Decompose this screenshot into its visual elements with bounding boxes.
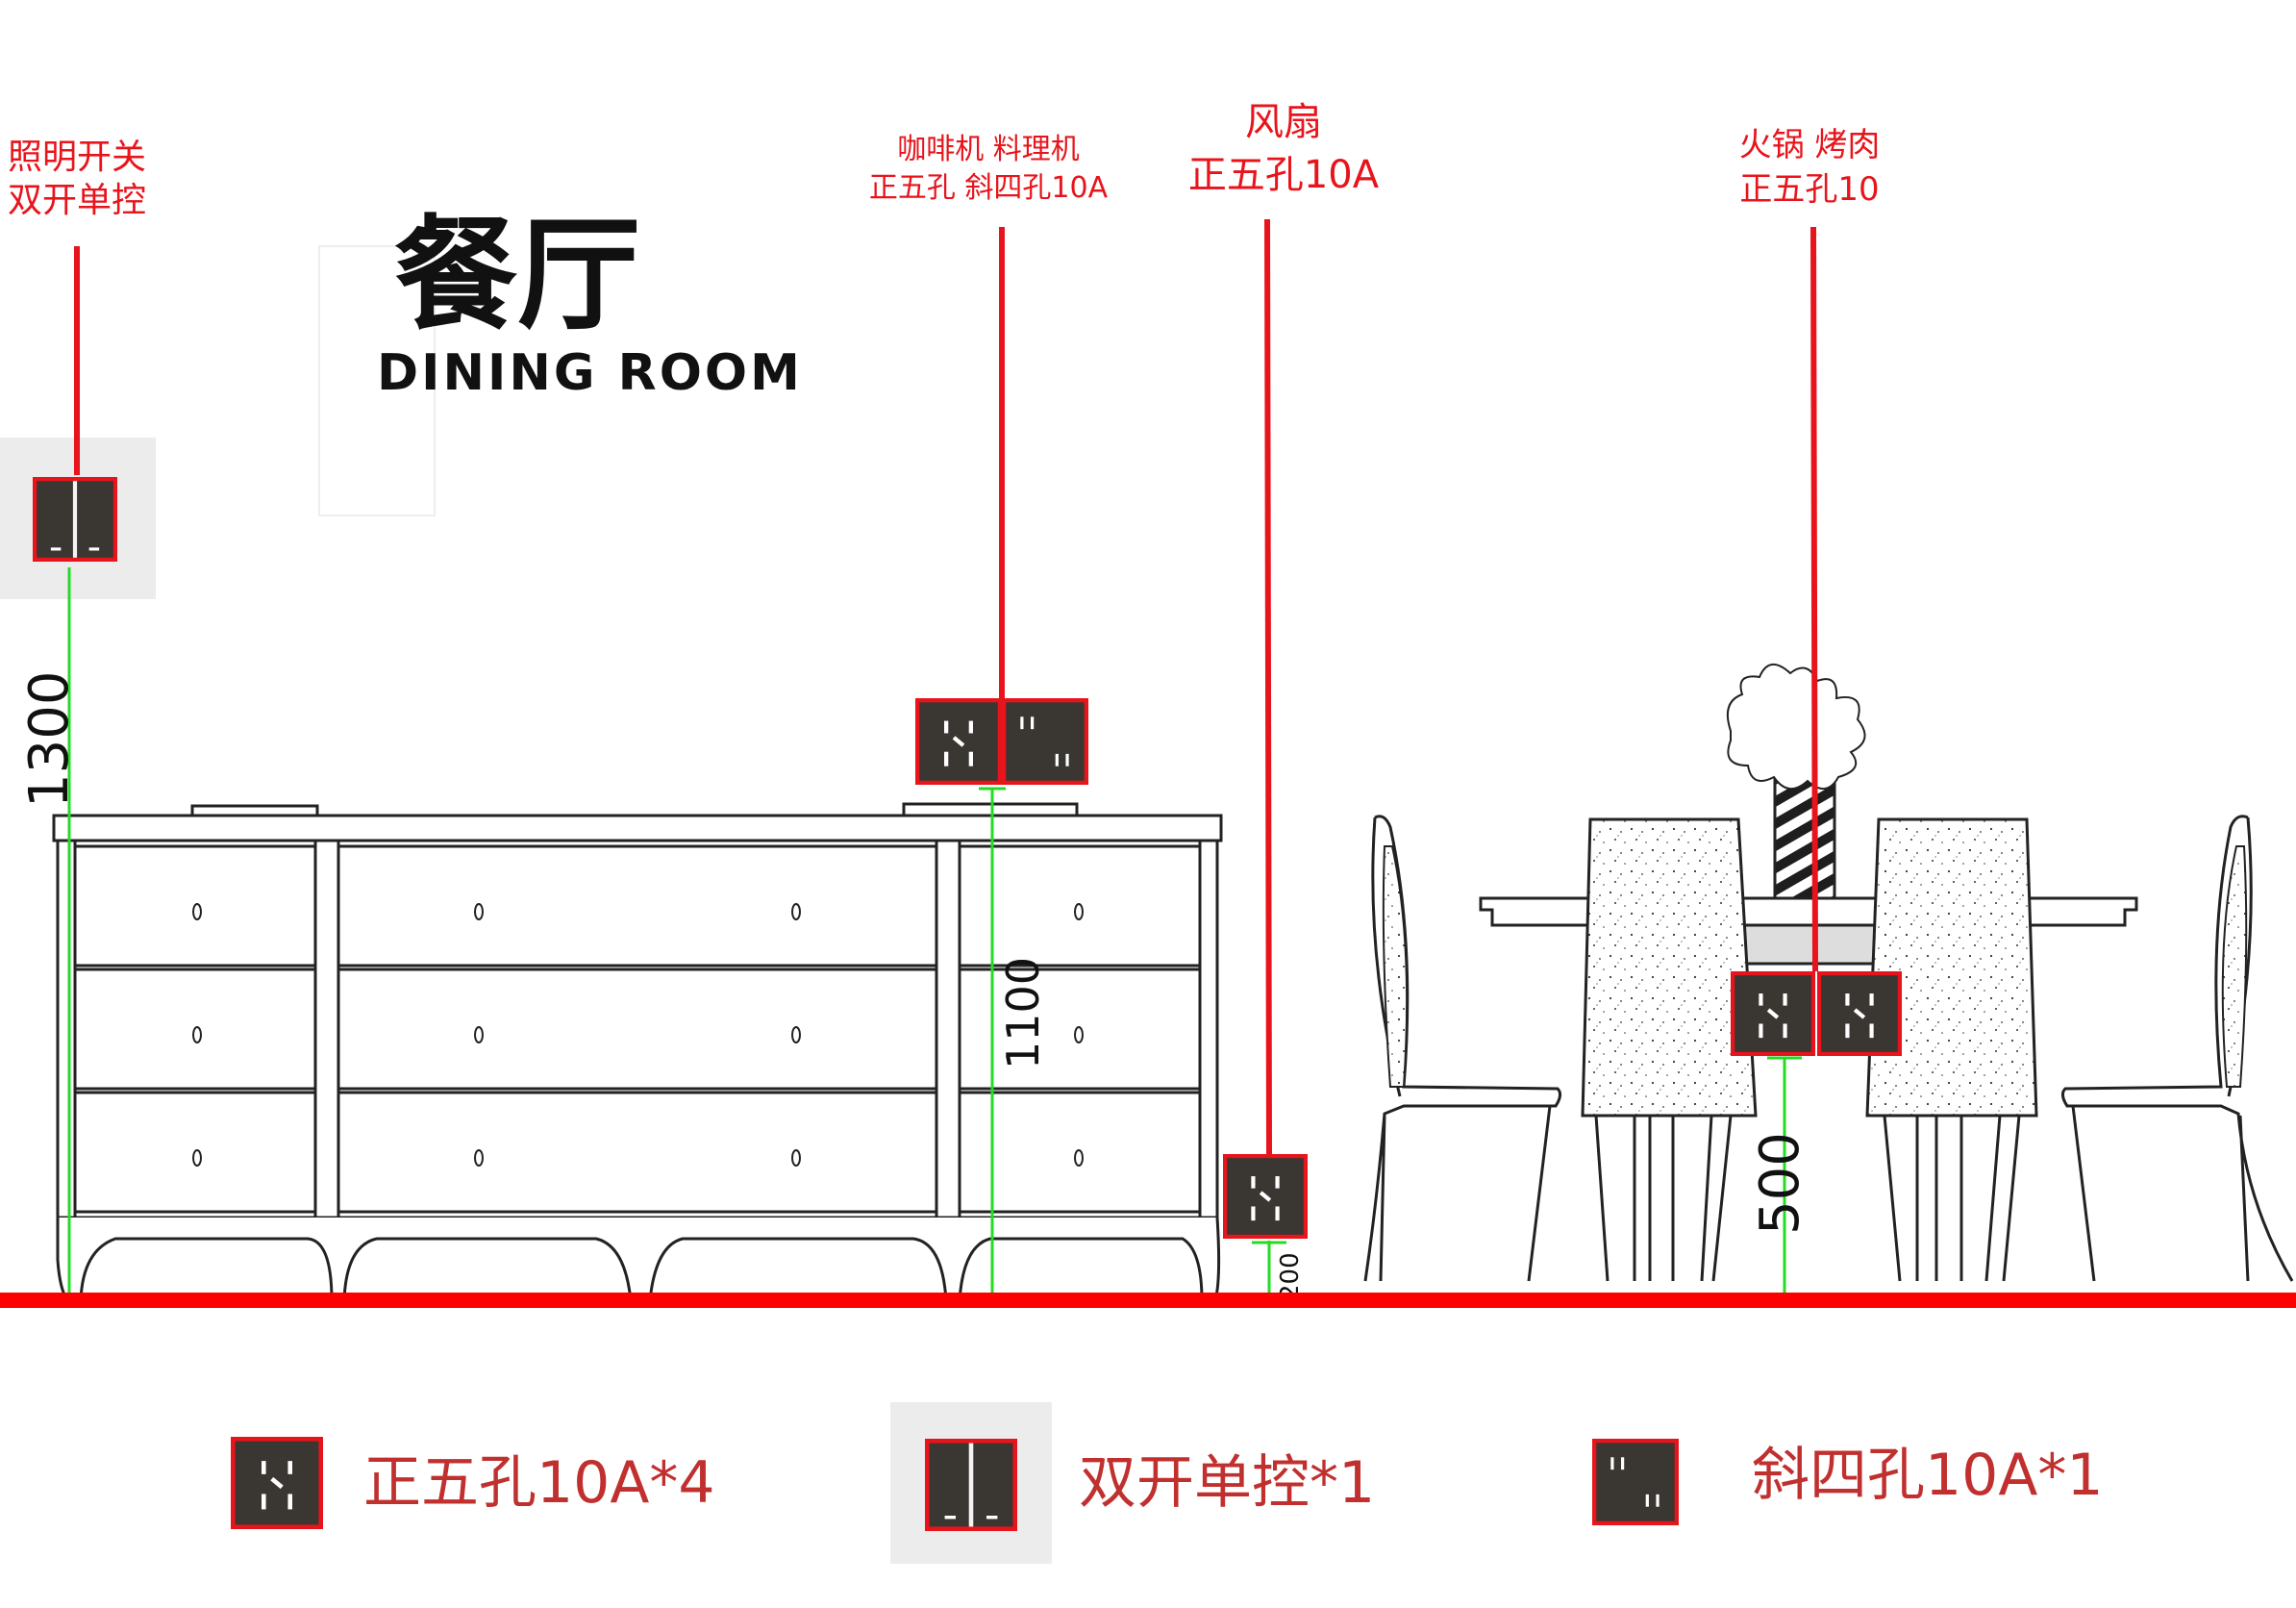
- legend-five-hole-label: 正五孔10A*4: [363, 1449, 715, 1517]
- legend: 正五孔10A*4 双开单控*1 斜四孔10A*1: [233, 1439, 2104, 1528]
- legend-five-hole-icon: [233, 1439, 320, 1526]
- callout-switch-line1: 照明开关: [8, 138, 146, 177]
- vase: [1773, 767, 1836, 900]
- dim-1300: 1300: [18, 670, 81, 808]
- callout-coffee-line1: 咖啡机 料理机: [897, 133, 1080, 166]
- dimension-labels: 1300 1100 200 500: [18, 670, 1811, 1300]
- callout-fan-line1: 风扇: [1245, 100, 1322, 144]
- dim-200: 200: [1276, 1252, 1305, 1300]
- light-switch-symbol: [35, 479, 115, 560]
- chair-right: [2060, 815, 2294, 1282]
- hotpot-socket-right: [1819, 973, 1900, 1054]
- callout-hotpot-line1: 火锅 烤肉: [1739, 126, 1881, 164]
- floor-line: [0, 1293, 2296, 1308]
- title-en: DINING ROOM: [377, 344, 803, 402]
- drawer-pulls: [192, 903, 1084, 1167]
- callout-switch: 照明开关 双开单控: [8, 138, 146, 220]
- sideboard-body: [56, 839, 1219, 1219]
- flowers: [1727, 664, 1866, 790]
- dining-set: [1363, 664, 2294, 1282]
- sideboard-top: [52, 814, 1223, 842]
- hotpot-socket-left: [1733, 973, 1813, 1054]
- coffee-five-hole-socket: [917, 700, 1000, 783]
- leader-lines: [74, 218, 1818, 1155]
- leader-fan: [1264, 218, 1272, 1155]
- legend-four-hole-label: 斜四孔10A*1: [1752, 1442, 2104, 1509]
- sideboard: [52, 802, 1223, 1302]
- legend-switch-icon: [927, 1441, 1014, 1528]
- callout-fan-line2: 正五孔10A: [1188, 153, 1380, 197]
- coffee-four-hole-socket: [1004, 700, 1086, 783]
- title-zh: 餐厅: [394, 204, 640, 347]
- chair-front-1: [1581, 817, 1758, 1118]
- legend-switch-label: 双开单控*1: [1079, 1449, 1375, 1517]
- legend-four-hole-icon: [1594, 1441, 1677, 1523]
- table-top: [1479, 896, 2138, 927]
- callout-fan: 风扇 正五孔10A: [1188, 100, 1380, 197]
- sideboard-base: [56, 1217, 1221, 1302]
- callout-coffee-line2: 正五孔 斜四孔10A: [869, 171, 1109, 205]
- fan-five-hole-socket: [1225, 1156, 1306, 1237]
- dim-500: 500: [1749, 1132, 1811, 1235]
- callout-hotpot-line2: 正五孔10: [1739, 170, 1879, 209]
- chair-front-2: [1865, 817, 2038, 1118]
- callout-coffee: 咖啡机 料理机 正五孔 斜四孔10A: [869, 133, 1109, 205]
- callout-switch-line2: 双开单控: [8, 181, 146, 220]
- dim-1100: 1100: [997, 957, 1049, 1069]
- callout-hotpot: 火锅 烤肉 正五孔10: [1739, 126, 1881, 209]
- faint-frame: [318, 245, 436, 516]
- leader-hotpot: [1810, 226, 1818, 972]
- sideboard-drawers: [73, 844, 1202, 1214]
